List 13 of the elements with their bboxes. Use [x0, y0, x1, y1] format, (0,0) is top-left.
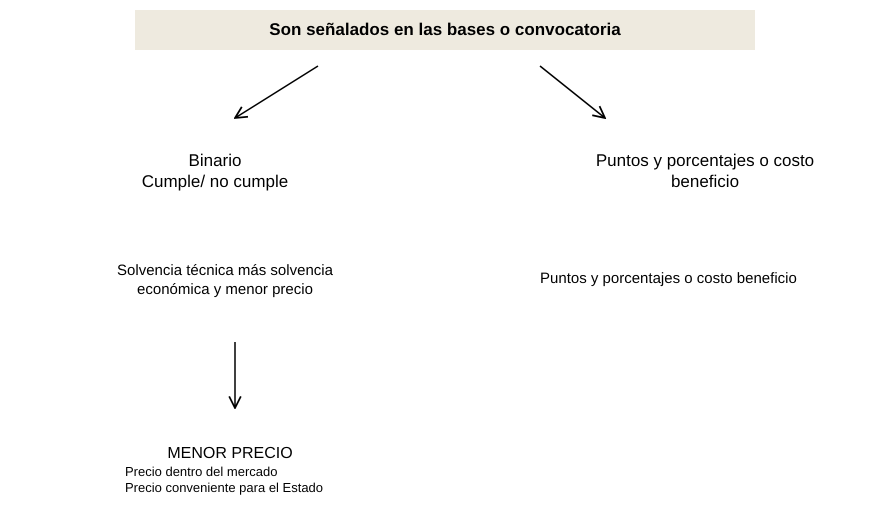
criteria-text: Puntos y porcentajes o costo beneficio [540, 270, 797, 287]
category-heading: Binario [188, 150, 242, 172]
heading-text: Son señalados en las bases o convocatoria [269, 19, 621, 40]
arrow [540, 65, 606, 119]
result-heading: MENOR PRECIO [167, 444, 293, 464]
category-subtitle: Cumple/ no cumple [142, 171, 288, 192]
arrow [234, 65, 318, 119]
category-heading: Puntos y porcentajes o costo beneficio [594, 150, 816, 192]
header-band [135, 10, 755, 50]
criteria-text: Solvencia técnica más solvencia económica y menor precio [116, 262, 334, 300]
note-text: Precio conveniente para el Estado [125, 480, 324, 496]
note-text: Precio dentro del mercado [125, 464, 278, 480]
arrow [228, 342, 242, 409]
